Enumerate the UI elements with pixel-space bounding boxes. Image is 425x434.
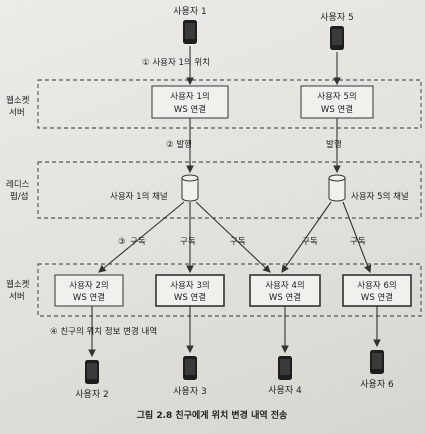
step-1-label: ① 사용자 1의 위치 xyxy=(142,57,210,68)
subscribe-label: 구독 xyxy=(230,237,246,247)
ws-server-layer-top xyxy=(37,79,422,129)
ws-server-layer-bottom xyxy=(37,263,422,317)
ws-box-user-3-line1: 사용자 3의 xyxy=(170,280,209,291)
ws-box-user-4-line2: WS 연결 xyxy=(269,292,301,303)
step-4-label: ④ 친구의 위치 정보 변경 내역 xyxy=(50,326,157,337)
ws-box-user-6-line1: 사용자 6의 xyxy=(357,280,396,291)
layer-label-ws-bottom-1: 웹소켓 xyxy=(6,279,30,290)
ws-box-user-4 xyxy=(249,274,321,307)
ws-box-user-5 xyxy=(300,85,374,119)
layer-label-redis-2: 펍/섭 xyxy=(10,191,29,202)
subscribe-label: 구독 xyxy=(302,237,318,247)
channel-label-user-1: 사용자 1의 채널 xyxy=(110,191,168,202)
layer-label-ws-top-1: 웹소켓 xyxy=(6,95,30,106)
publish-label-user-5: 발행 xyxy=(326,139,342,150)
ws-box-user-1-line2: WS 연결 xyxy=(174,104,206,115)
user-3-label: 사용자 3 xyxy=(173,386,206,397)
phone-icon xyxy=(370,350,384,374)
phone-icon xyxy=(183,356,197,380)
ws-box-user-2-line1: 사용자 2의 xyxy=(69,280,108,291)
channel-cylinder-user-1 xyxy=(181,174,199,202)
user-6-label: 사용자 6 xyxy=(360,379,394,390)
layer-label-ws-top-2: 서버 xyxy=(9,107,25,118)
ws-box-user-4-line1: 사용자 4의 xyxy=(265,280,304,291)
phone-icon xyxy=(183,20,197,44)
layer-label-redis-1: 레디스 xyxy=(6,180,30,190)
step-3-number: ③ xyxy=(118,237,126,247)
ws-box-user-6 xyxy=(342,274,412,307)
channel-label-user-5: 사용자 5의 채널 xyxy=(351,191,409,202)
subscribe-label: 구독 xyxy=(130,237,146,247)
figure-caption: 그림 2.8 친구에게 위치 변경 내역 전송 xyxy=(137,409,288,421)
subscribe-label: 구독 xyxy=(180,237,196,247)
ws-box-user-1-line1: 사용자 1의 xyxy=(170,91,209,102)
channel-cylinder-user-5 xyxy=(328,174,346,202)
user-5-label: 사용자 5 xyxy=(320,12,353,23)
phone-icon xyxy=(278,356,292,380)
user-4-label: 사용자 4 xyxy=(268,385,302,396)
ws-box-user-5-line1: 사용자 5의 xyxy=(317,91,356,102)
phone-icon xyxy=(85,360,99,384)
redis-pubsub-layer xyxy=(37,161,422,219)
layer-label-ws-bottom-2: 서버 xyxy=(9,291,25,302)
subscribe-label: 구독 xyxy=(350,237,366,247)
phone-icon xyxy=(330,26,344,50)
user-2-label: 사용자 2 xyxy=(75,389,108,400)
ws-box-user-1 xyxy=(151,85,229,119)
user-1-label: 사용자 1 xyxy=(173,6,206,17)
ws-box-user-6-line2: WS 연결 xyxy=(361,292,393,303)
ws-box-user-5-line2: WS 연결 xyxy=(321,104,353,115)
step-2-label: ② 발행 xyxy=(166,139,192,150)
ws-box-user-2-line2: WS 연결 xyxy=(73,292,105,303)
ws-box-user-3-line2: WS 연결 xyxy=(174,292,206,303)
ws-box-user-2 xyxy=(54,274,124,307)
ws-box-user-3 xyxy=(155,274,225,307)
